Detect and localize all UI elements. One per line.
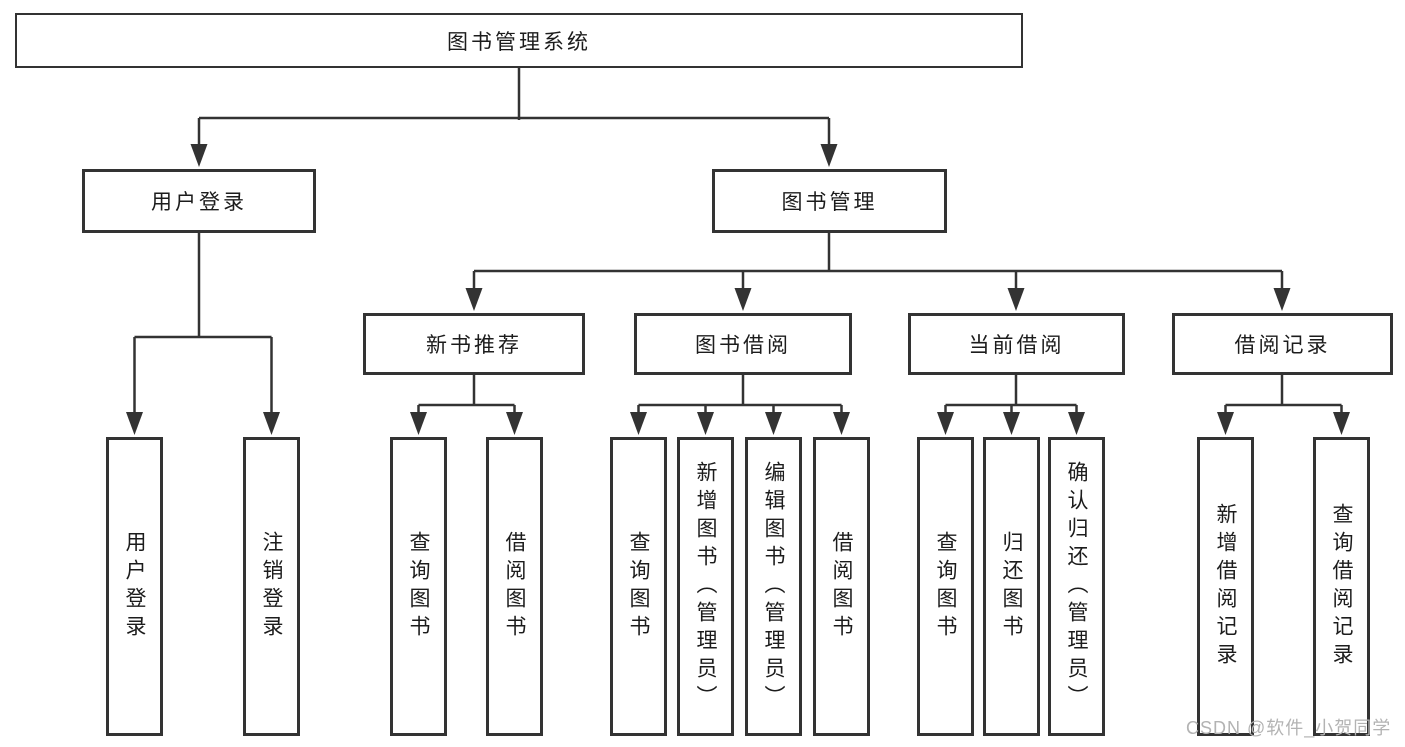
arrowhead-down-icon — [190, 144, 208, 167]
connector-path — [133, 68, 1343, 418]
leaf-borrow-books-recommend-label: 借阅图书 — [503, 530, 527, 643]
arrowhead-down-icon — [734, 288, 752, 311]
arrowhead-down-icon — [1217, 412, 1234, 435]
node-borrowing-records-label: 借阅记录 — [1234, 334, 1331, 357]
node-book-management-label: 图书管理 — [781, 191, 878, 214]
node-library-management-system: 图书管理系统 — [15, 13, 1023, 68]
node-current-borrowing: 当前借阅 — [908, 313, 1125, 375]
leaf-query-books-current: 查询图书 — [917, 437, 974, 736]
leaf-return-book-label: 归还图书 — [1000, 530, 1024, 643]
node-book-management: 图书管理 — [712, 169, 947, 233]
leaf-user-login-label: 用户登录 — [123, 530, 147, 643]
node-new-book-recommendation: 新书推荐 — [363, 313, 585, 375]
leaf-logout: 注销登录 — [243, 437, 300, 736]
leaf-confirm-return-admin-label: 确认归还（管理员） — [1065, 460, 1089, 713]
leaf-confirm-return-admin: 确认归还（管理员） — [1048, 437, 1105, 736]
leaf-edit-book-admin: 编辑图书（管理员） — [745, 437, 802, 736]
leaf-user-login: 用户登录 — [106, 437, 163, 736]
node-book-borrowing: 图书借阅 — [634, 313, 852, 375]
node-current-borrowing-label: 当前借阅 — [968, 334, 1065, 357]
leaf-logout-label: 注销登录 — [260, 530, 284, 643]
arrowhead-down-icon — [937, 412, 954, 435]
leaf-borrow-books-recommend: 借阅图书 — [486, 437, 543, 736]
leaf-borrow-books-borrowing-label: 借阅图书 — [830, 530, 854, 643]
leaf-query-books-current-label: 查询图书 — [934, 530, 958, 643]
node-book-borrowing-label: 图书借阅 — [695, 334, 791, 357]
node-borrowing-records: 借阅记录 — [1172, 313, 1393, 375]
leaf-query-books-recommend: 查询图书 — [390, 437, 447, 736]
leaf-add-book-admin-label: 新增图书（管理员） — [694, 460, 718, 713]
arrowhead-down-icon — [1333, 412, 1350, 435]
node-user-login-label: 用户登录 — [151, 191, 247, 214]
leaf-query-books-borrowing: 查询图书 — [610, 437, 667, 736]
watermark: CSDN @软件_小贺同学 — [1186, 718, 1392, 738]
arrowhead-down-icon — [126, 412, 143, 435]
arrowhead-down-icon — [1273, 288, 1291, 311]
leaf-add-book-admin: 新增图书（管理员） — [677, 437, 734, 736]
arrowhead-down-icon — [1003, 412, 1020, 435]
node-new-book-recommendation-label: 新书推荐 — [426, 334, 522, 357]
arrowhead-down-icon — [263, 412, 280, 435]
arrowhead-down-icon — [410, 412, 427, 435]
arrowhead-down-icon — [820, 144, 838, 167]
arrowhead-down-icon — [465, 288, 483, 311]
arrowhead-down-icon — [1007, 288, 1025, 311]
arrowhead-down-icon — [697, 412, 714, 435]
arrowhead-down-icon — [630, 412, 647, 435]
leaf-query-books-recommend-label: 查询图书 — [407, 530, 431, 643]
arrowhead-down-icon — [833, 412, 850, 435]
leaf-query-books-borrowing-label: 查询图书 — [627, 530, 651, 643]
node-library-management-system-label: 图书管理系统 — [447, 30, 591, 54]
leaf-add-borrow-record: 新增借阅记录 — [1197, 437, 1254, 736]
arrowhead-down-icon — [765, 412, 782, 435]
leaf-edit-book-admin-label: 编辑图书（管理员） — [762, 460, 786, 713]
arrowhead-down-icon — [1068, 412, 1085, 435]
arrowhead-down-icon — [506, 412, 523, 435]
leaf-query-borrow-record: 查询借阅记录 — [1313, 437, 1370, 736]
leaf-add-borrow-record-label: 新增借阅记录 — [1214, 502, 1238, 671]
leaf-borrow-books-borrowing: 借阅图书 — [813, 437, 870, 736]
node-user-login: 用户登录 — [82, 169, 316, 233]
leaf-return-book: 归还图书 — [983, 437, 1040, 736]
arrowheads — [126, 144, 1350, 435]
leaf-query-borrow-record-label: 查询借阅记录 — [1330, 502, 1354, 671]
